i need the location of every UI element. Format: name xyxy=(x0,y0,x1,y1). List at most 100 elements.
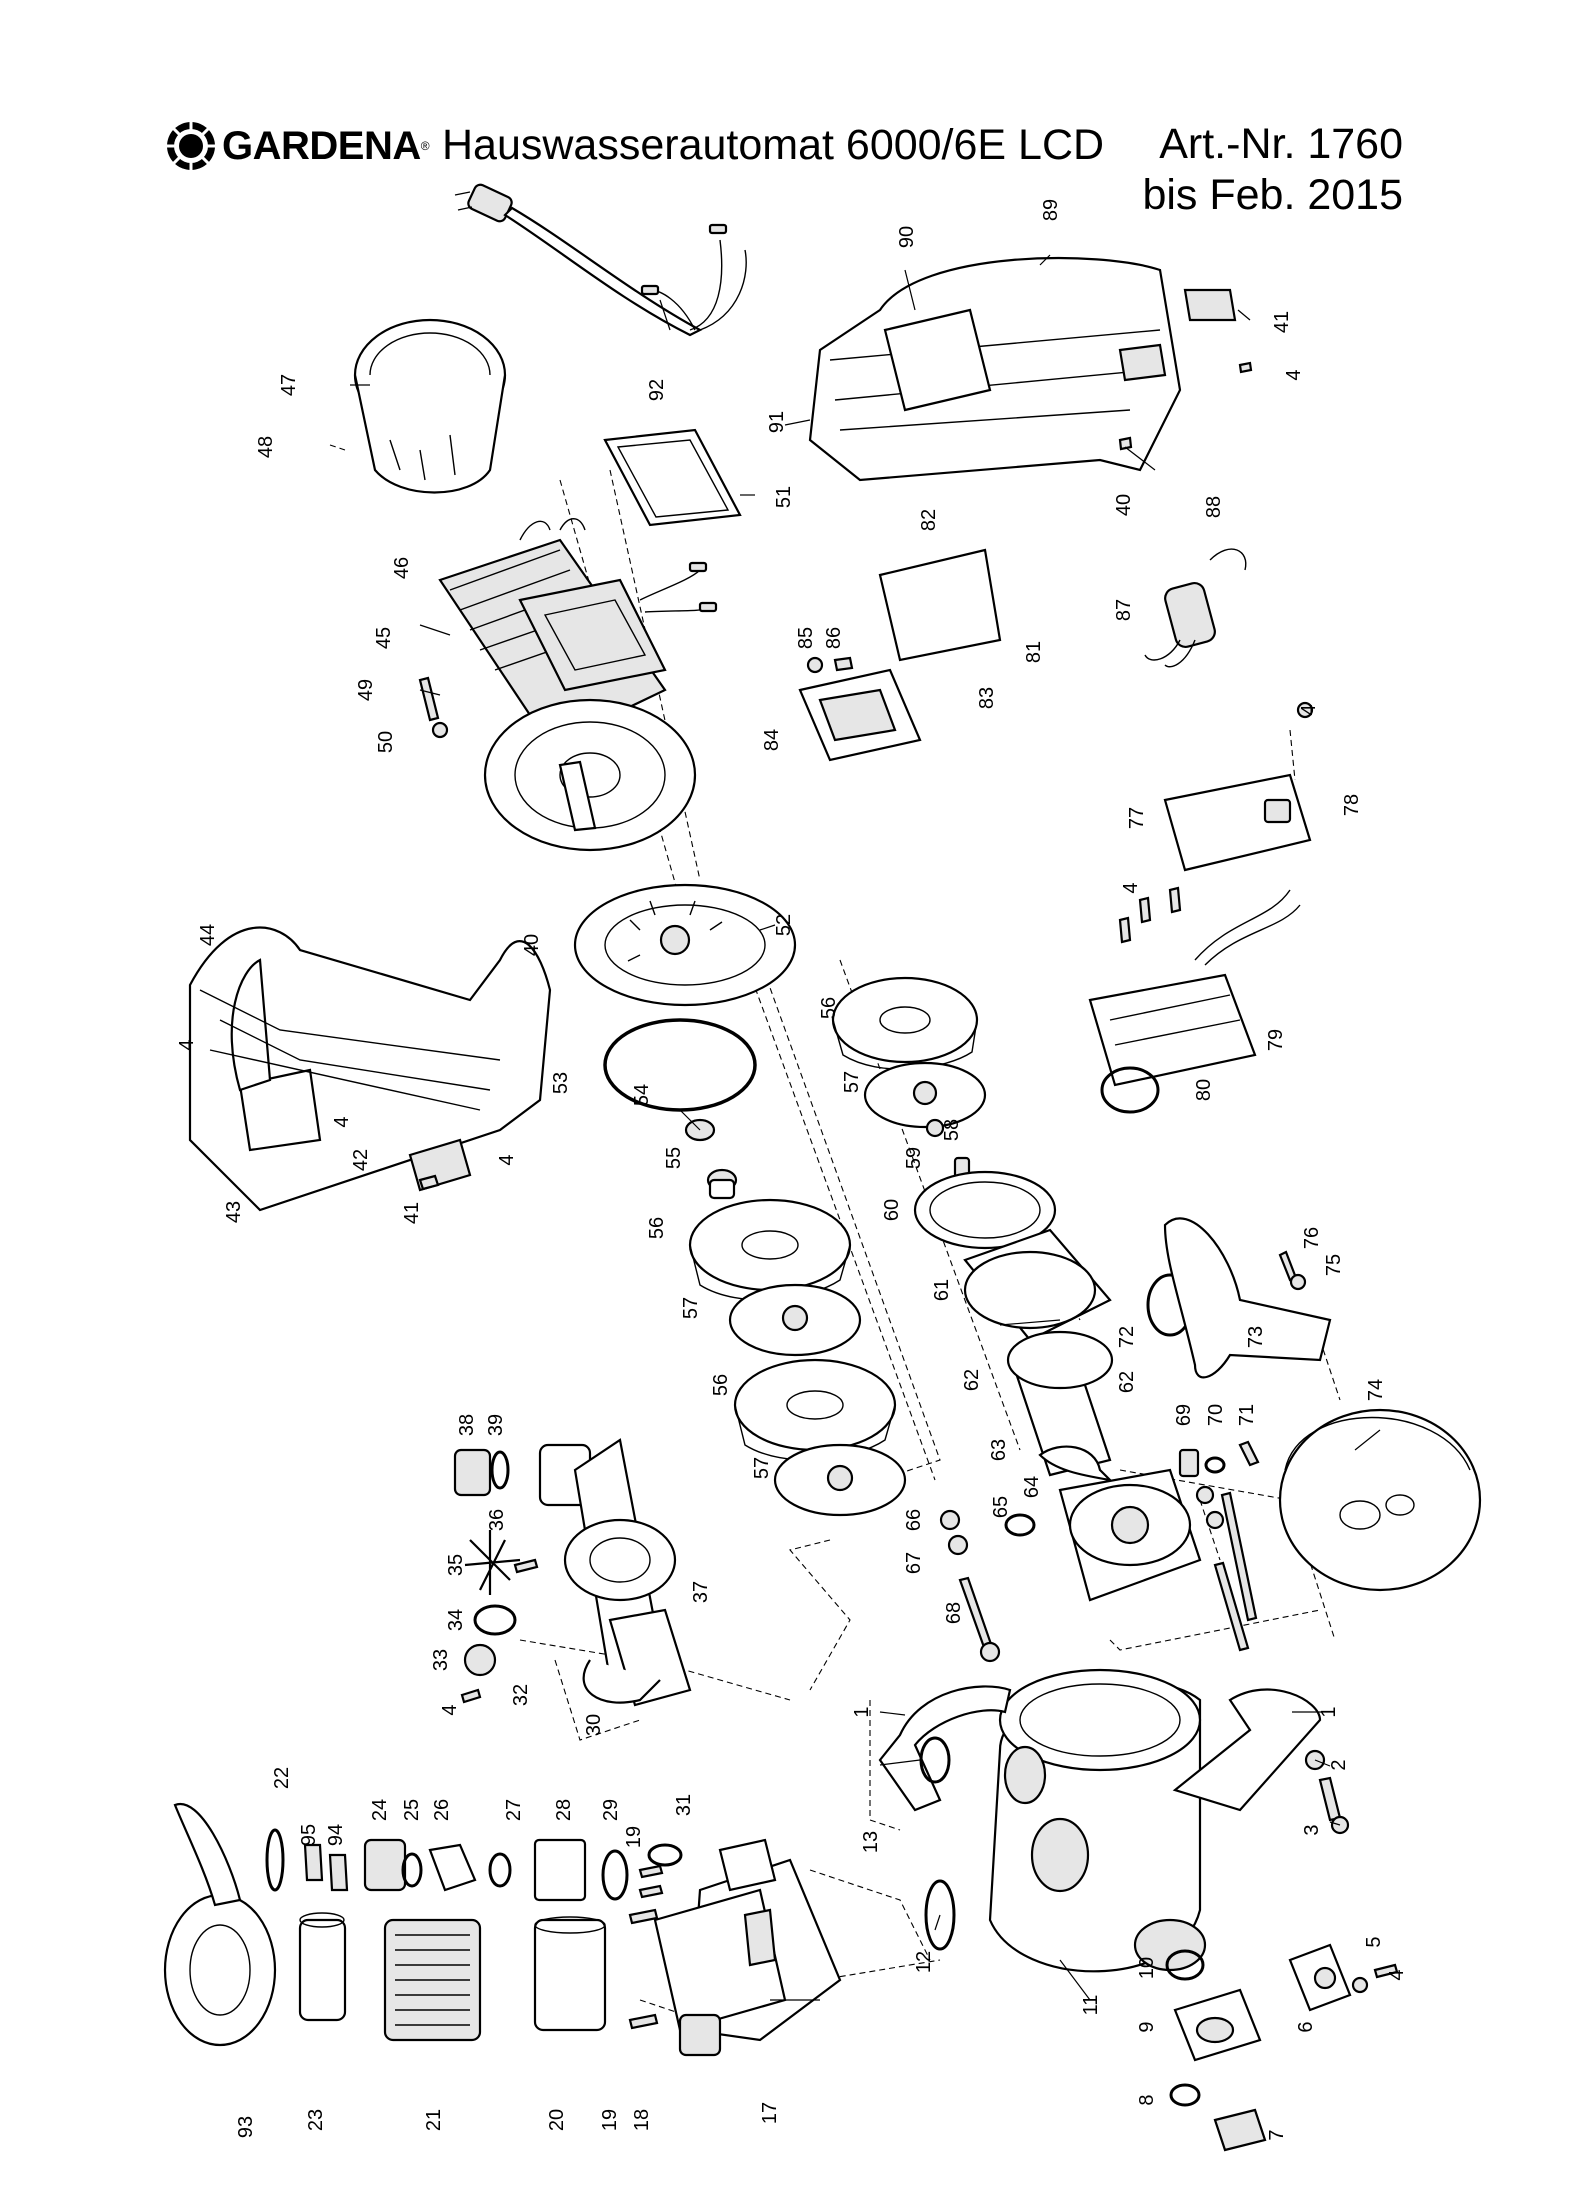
part-label-94: 94 xyxy=(325,1824,347,1846)
part-label-57: 57 xyxy=(751,1457,773,1479)
part-label-61: 61 xyxy=(931,1279,953,1301)
terminal-gasket xyxy=(603,428,742,527)
part-label-62: 62 xyxy=(961,1369,983,1391)
part-label-67: 67 xyxy=(903,1552,925,1574)
o-ring-large xyxy=(603,1018,757,1112)
part-label-47: 47 xyxy=(278,374,300,396)
part-label-1: 1 xyxy=(1318,1706,1340,1717)
power-cable xyxy=(454,183,747,337)
part-label-89: 89 xyxy=(1040,199,1062,221)
pump-housing xyxy=(988,1668,1207,1973)
part-label-80: 80 xyxy=(1193,1079,1215,1101)
part-label-65: 65 xyxy=(990,1496,1012,1518)
part-label-4: 4 xyxy=(176,1039,198,1050)
part-label-48: 48 xyxy=(255,436,277,458)
part-label-19: 19 xyxy=(623,1826,645,1848)
part-label-56: 56 xyxy=(818,997,840,1019)
part-label-77: 77 xyxy=(1126,807,1148,829)
part-label-75: 75 xyxy=(1323,1254,1345,1276)
part-label-28: 28 xyxy=(553,1799,575,1821)
capacitor xyxy=(1144,548,1247,668)
part-label-22: 22 xyxy=(271,1767,293,1789)
outlet-fitting xyxy=(1165,1943,1399,2152)
part-label-55: 55 xyxy=(663,1147,685,1169)
part-label-78: 78 xyxy=(1341,794,1363,816)
part-label-68: 68 xyxy=(943,1602,965,1624)
part-label-6: 6 xyxy=(1295,2021,1317,2032)
part-label-91: 91 xyxy=(766,411,788,433)
guide-tube xyxy=(963,1228,1114,1482)
o-ring-13 xyxy=(919,1736,951,1784)
part-label-38: 38 xyxy=(456,1414,478,1436)
o-ring-12 xyxy=(924,1879,956,1951)
validity-note: bis Feb. 2015 xyxy=(1142,171,1403,219)
diffuser-stack-left xyxy=(688,1198,907,1517)
part-label-20: 20 xyxy=(546,2109,568,2131)
part-label-90: 90 xyxy=(896,226,918,248)
part-label-12: 12 xyxy=(913,1951,935,1973)
housing-shell-left xyxy=(188,926,552,1212)
part-label-13: 13 xyxy=(860,1831,882,1853)
part-label-4: 4 xyxy=(496,1154,518,1165)
part-label-56: 56 xyxy=(646,1217,668,1239)
lcd-control xyxy=(1088,701,1314,1114)
part-label-56: 56 xyxy=(710,1374,732,1396)
part-label-7: 7 xyxy=(1266,2129,1288,2140)
part-callout-labels: 1 1 2 3 4 4 4 4 4 4 4 4 5 6 7 8 9 10 11 … xyxy=(176,199,1408,2141)
part-label-82: 82 xyxy=(918,509,940,531)
part-label-73: 73 xyxy=(1245,1326,1267,1348)
part-label-10: 10 xyxy=(1136,1957,1158,1979)
electric-motor xyxy=(418,518,718,852)
product-title: Hauswasserautomat 6000/6E LCD xyxy=(442,121,1105,169)
suction-inlet xyxy=(453,1438,692,1707)
part-label-57: 57 xyxy=(680,1297,702,1319)
pump-stage-base xyxy=(939,1468,1202,1663)
part-label-66: 66 xyxy=(903,1509,925,1531)
part-label-32: 32 xyxy=(510,1684,532,1706)
part-label-85: 85 xyxy=(795,627,817,649)
part-label-95: 95 xyxy=(298,1824,320,1846)
part-label-26: 26 xyxy=(431,1799,453,1821)
part-label-5: 5 xyxy=(1363,1936,1385,1947)
part-label-69: 69 xyxy=(1173,1404,1195,1426)
part-label-41: 41 xyxy=(401,1202,423,1224)
control-electronics xyxy=(798,548,1002,762)
part-label-4: 4 xyxy=(1120,882,1142,893)
part-label-30: 30 xyxy=(583,1714,605,1736)
part-label-25: 25 xyxy=(401,1799,423,1821)
part-label-51: 51 xyxy=(773,486,795,508)
filter-cartridge xyxy=(163,1802,607,2047)
brand-name: GARDENA® xyxy=(222,124,430,168)
page-header: GARDENA® Hauswasserautomat 6000/6E LCD A… xyxy=(0,0,1573,220)
part-label-76: 76 xyxy=(1301,1227,1323,1249)
shaft-seal xyxy=(684,1118,738,1200)
housing-shell-right xyxy=(808,256,1253,482)
part-label-92: 92 xyxy=(646,379,668,401)
part-label-49: 49 xyxy=(355,679,377,701)
part-label-4: 4 xyxy=(1298,704,1320,715)
part-label-36: 36 xyxy=(486,1509,508,1531)
part-label-39: 39 xyxy=(485,1414,507,1436)
part-label-1: 1 xyxy=(851,1706,873,1717)
part-label-43: 43 xyxy=(223,1201,245,1223)
part-label-27: 27 xyxy=(503,1799,525,1821)
part-label-81: 81 xyxy=(1023,641,1045,663)
part-label-57: 57 xyxy=(841,1071,863,1093)
brand-logo: GARDENA® xyxy=(165,121,430,171)
part-label-29: 29 xyxy=(600,1799,622,1821)
part-label-18: 18 xyxy=(631,2109,653,2131)
part-label-50: 50 xyxy=(375,731,397,753)
part-label-93: 93 xyxy=(235,2116,257,2138)
part-label-33: 33 xyxy=(430,1649,452,1671)
gardena-sun-logo-icon xyxy=(166,121,216,171)
part-label-44: 44 xyxy=(197,924,219,946)
part-label-21: 21 xyxy=(423,2109,445,2131)
part-label-54: 54 xyxy=(631,1084,653,1106)
part-label-52: 52 xyxy=(773,914,795,936)
part-label-4: 4 xyxy=(439,1704,461,1715)
non-return-valve xyxy=(265,1828,629,1902)
part-label-17: 17 xyxy=(759,2102,781,2124)
part-label-71: 71 xyxy=(1236,1404,1258,1426)
